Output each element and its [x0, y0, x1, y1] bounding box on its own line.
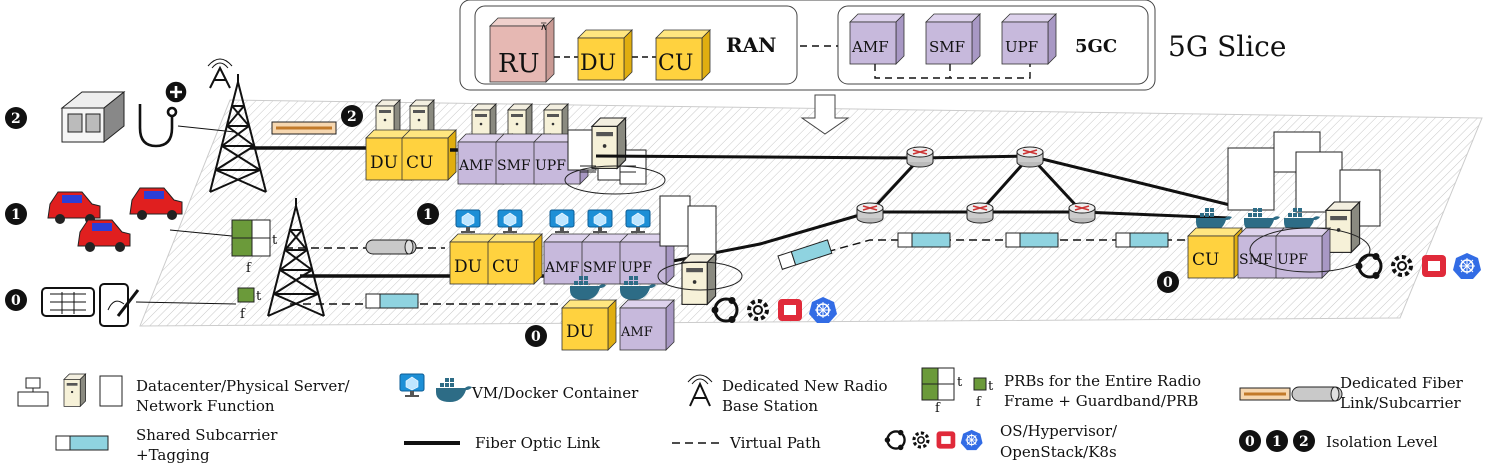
legend-isolation: Isolation Level — [1326, 433, 1438, 451]
legend-prb-line1: PRBs for the Entire Radio — [1004, 372, 1201, 390]
shared-subcarrier-3 — [1005, 232, 1059, 248]
legend-prb-line2: Frame + Guardband/PRB — [1004, 392, 1198, 410]
iso1-row: 1 t f 1 — [5, 187, 743, 317]
legend-base-station-icon — [687, 374, 713, 407]
dedicated-subcarrier-iso1 — [365, 239, 417, 255]
iso-marker-2b: 2 — [347, 109, 357, 125]
legend-base-station-line1: Dedicated New Radio — [722, 377, 888, 395]
router-5 — [1068, 202, 1096, 224]
router-2 — [1016, 146, 1044, 168]
legend-isolation-icons — [1239, 430, 1315, 452]
legend-os-stack-icon — [883, 428, 985, 452]
legend-iso-2: 2 — [1299, 434, 1309, 450]
iso0-row: 0 t f DU AMF 0 — [5, 276, 839, 351]
legend-datacenter-line1: Datacenter/Physical Server/ — [136, 377, 350, 395]
prb-t-label-1: t — [272, 233, 278, 248]
legend: Datacenter/Physical Server/ Network Func… — [17, 367, 1464, 464]
iso-marker-1: 1 — [11, 207, 21, 223]
shared-subcarrier-2 — [897, 232, 951, 248]
legend-shared-icon — [55, 435, 109, 451]
legend-os-line2: OpenStack/K8s — [1000, 443, 1117, 461]
iso-marker-2: 2 — [11, 111, 21, 127]
ran-ru-label: RU — [498, 49, 540, 79]
prb-f-label-0: f — [240, 307, 246, 322]
car-icon-1 — [47, 191, 101, 224]
iso2-row: 2 2 DU — [5, 58, 666, 195]
iso2-smf-label: SMF — [497, 158, 531, 174]
iso1-cu-label: CU — [492, 257, 519, 277]
iso-marker-0: 0 — [11, 293, 21, 309]
ran-du-label: DU — [580, 51, 616, 76]
legend-prb-t2: t — [988, 379, 994, 394]
legend-prb-icon — [921, 367, 987, 401]
shared-subcarrier-4 — [1115, 232, 1169, 248]
core-amf-label: AMF — [851, 38, 889, 56]
core-smf-label: SMF — [929, 38, 965, 56]
right-upf-label: UPF — [1277, 252, 1308, 268]
legend-fiber-line2: Link/Subcarrier — [1340, 394, 1461, 412]
iso2-cu-label: CU — [406, 153, 433, 173]
legend-os-line1: OS/Hypervisor/ — [1000, 422, 1118, 440]
slice-box: RU ⊼ DU CU RAN AMF SMF UPF 5GC 5G Slice — [459, 0, 1286, 91]
iso0-amf-label: AMF — [620, 325, 653, 340]
iso1-upf-label: UPF — [621, 260, 652, 276]
legend-base-station-line2: Base Station — [722, 397, 818, 415]
slice-title: 5G Slice — [1168, 30, 1286, 63]
right-cu-label: CU — [1192, 250, 1219, 270]
antenna-tower-icon-top — [207, 58, 233, 89]
prb-grid-iso1 — [231, 219, 271, 257]
ran-cu-label: CU — [658, 51, 693, 76]
legend-fiber-optic: Fiber Optic Link — [475, 434, 601, 452]
iso-marker-0c: 0 — [1163, 275, 1173, 291]
legend-datacenter-icon — [17, 373, 123, 407]
iso-marker-0b: 0 — [531, 329, 541, 345]
prb-t-label-0: t — [256, 289, 262, 304]
down-arrow — [800, 94, 850, 135]
antenna-icon: ⊼ — [540, 22, 547, 33]
legend-docker-icon — [436, 378, 472, 402]
router-3 — [856, 202, 884, 224]
legend-iso-0: 0 — [1245, 434, 1255, 450]
sensor-panel-icon — [41, 287, 95, 317]
legend-shared-line2: +Tagging — [136, 446, 210, 464]
prb-f-label-1: f — [246, 261, 252, 276]
datacenter-middle — [657, 195, 743, 306]
iso0-du-label: DU — [566, 322, 594, 342]
legend-fiber-icon — [1239, 386, 1343, 402]
legend-vm-icon — [399, 373, 425, 398]
iso1-smf-label: SMF — [583, 260, 617, 276]
shared-subcarrier-iso0 — [365, 293, 419, 309]
iso1-amf-label: AMF — [544, 260, 579, 276]
dedicated-fiber-iso2 — [271, 121, 337, 135]
legend-vm-docker: VM/Docker Container — [471, 384, 639, 402]
core-upf-label: UPF — [1005, 38, 1038, 56]
legend-fiber-line1: Dedicated Fiber — [1340, 374, 1464, 392]
car-icon-2 — [129, 187, 183, 220]
router-1 — [906, 146, 934, 168]
legend-shared-line1: Shared Subcarrier — [136, 426, 278, 444]
legend-prb-t1: t — [957, 375, 963, 390]
prb-single-iso0 — [237, 287, 255, 303]
legend-virtual-path: Virtual Path — [729, 434, 821, 452]
car-icon-3 — [77, 219, 131, 252]
legend-prb-f2: f — [976, 395, 982, 410]
stethoscope-icon — [138, 81, 187, 148]
tablet-pen-icon — [99, 283, 140, 327]
legend-iso-1: 1 — [1272, 434, 1282, 450]
iso2-upf-label: UPF — [535, 158, 566, 174]
router-4 — [966, 202, 994, 224]
iso2-du-label: DU — [370, 153, 398, 173]
datacenter-right: CU SMF UPF 0 — [1157, 131, 1483, 293]
iso-marker-1b: 1 — [423, 207, 433, 223]
iso2-amf-label: AMF — [458, 158, 493, 174]
iso1-du-label: DU — [454, 257, 482, 277]
legend-datacenter-line2: Network Function — [136, 397, 275, 415]
core-label: 5GC — [1075, 36, 1117, 57]
hospital-icon — [60, 90, 126, 144]
legend-prb-f1: f — [935, 401, 941, 416]
ran-label: RAN — [726, 33, 776, 57]
